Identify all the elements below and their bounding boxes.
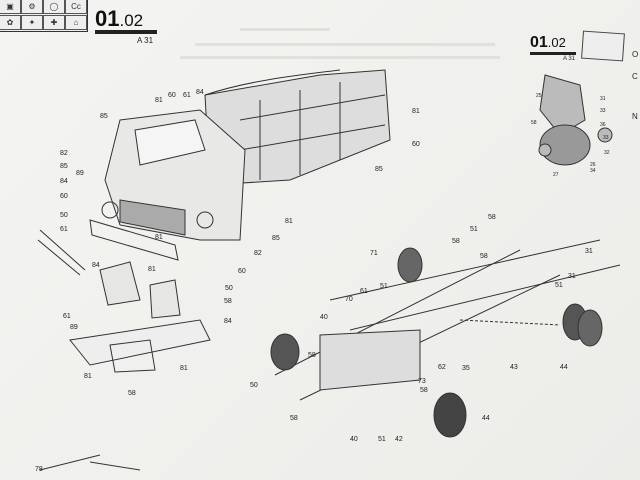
callout-number: 70 (345, 296, 353, 303)
callout-number: 44 (482, 415, 490, 422)
callout-number: 35 (462, 365, 470, 372)
callout-number: 81 (180, 365, 188, 372)
callout-number: 51 (378, 436, 386, 443)
callout-number: 58 (290, 415, 298, 422)
callout-number: 50 (60, 212, 68, 219)
callout-number: 44 (560, 364, 568, 371)
callout-number: 40 (350, 436, 358, 443)
callout-number: 81 (285, 218, 293, 225)
callout-number: 61 (63, 313, 71, 320)
callout-number: 81 (84, 373, 92, 380)
callout-number: 40 (320, 314, 328, 321)
section-icon-grid: ▣⚙◯Cc ✿✦✚⌂ (0, 0, 88, 32)
callout-number: 78 (35, 466, 43, 473)
callout-number: 58 (452, 238, 460, 245)
chassis-drawing (39, 239, 621, 471)
callout-number: 31 (600, 96, 606, 102)
page-reference: A 31 (137, 36, 154, 45)
section-icon: ⚙ (21, 0, 43, 14)
callout-number: 71 (370, 250, 378, 257)
callout-number: 26 (590, 162, 596, 168)
faded-text-line (240, 28, 330, 31)
callout-number: 84 (92, 262, 100, 269)
callout-number: 58 (420, 387, 428, 394)
side-letter: C (632, 72, 638, 81)
section-icon: ⌂ (65, 15, 87, 30)
section-icon: ✚ (43, 15, 65, 30)
section-number: 01.02 (95, 6, 143, 32)
right-section-major: 01 (530, 34, 548, 51)
section-icon: ▣ (0, 0, 21, 14)
seats-drawing (69, 261, 211, 373)
callout-number: 60 (60, 193, 68, 200)
callout-number: 85 (100, 113, 108, 120)
callout-number: 36 (600, 122, 606, 128)
section-icon: ✿ (0, 15, 21, 30)
callout-number: 84 (60, 178, 68, 185)
faded-text-line (195, 43, 495, 46)
callout-number: 33 (603, 135, 609, 141)
callout-number: 34 (590, 168, 596, 174)
callout-number: 42 (395, 436, 403, 443)
callout-number: 58 (308, 352, 316, 359)
section-minor: .02 (119, 11, 144, 30)
callout-number: 85 (272, 235, 280, 242)
callout-number: 81 (412, 108, 420, 115)
engine-drawing (538, 74, 613, 166)
callout-number: 89 (76, 170, 84, 177)
callout-number: 51 (555, 282, 563, 289)
callout-number: 73 (418, 378, 426, 385)
callout-number: 58 (128, 390, 136, 397)
faded-text-line (180, 56, 500, 59)
callout-number: 61 (183, 92, 191, 99)
side-letter: N (632, 112, 638, 121)
right-page-reference: A 31 (563, 56, 576, 62)
callout-number: 32 (604, 150, 610, 156)
side-letter: O (632, 50, 639, 59)
callout-number: 60 (412, 141, 420, 148)
callout-number: 51 (470, 226, 478, 233)
callout-number: 82 (254, 250, 262, 257)
callout-number: 51 (380, 283, 388, 290)
callout-number: 31 (585, 248, 593, 255)
callout-number: 81 (148, 266, 156, 273)
callout-number: 25 (536, 93, 542, 99)
section-icon: Cc (65, 0, 87, 14)
callout-number: 50 (250, 382, 258, 389)
callout-number: 31 (568, 273, 576, 280)
callout-number: 61 (60, 226, 68, 233)
callout-number: 85 (375, 166, 383, 173)
right-section-minor: .02 (547, 35, 566, 50)
callout-number: 82 (60, 150, 68, 157)
callout-number: 81 (155, 234, 163, 241)
callout-number: 58 (480, 253, 488, 260)
callout-number: 50 (225, 285, 233, 292)
callout-number: 85 (60, 163, 68, 170)
right-title-underline (530, 52, 576, 55)
callout-number: 81 (155, 97, 163, 104)
callout-number: 58 (224, 298, 232, 305)
callout-number: 61 (360, 288, 368, 295)
section-icon: ✦ (21, 15, 43, 30)
callout-number: 58 (531, 120, 537, 126)
callout-number: 84 (196, 89, 204, 96)
truck-drawing (37, 69, 391, 276)
title-underline (95, 30, 157, 34)
callout-number: 58 (488, 214, 496, 221)
callout-number: 27 (553, 172, 559, 178)
callout-number: 62 (438, 364, 446, 371)
callout-number: 60 (168, 92, 176, 99)
section-icon: ◯ (43, 0, 65, 14)
callout-number: 84 (224, 318, 232, 325)
section-major: 01 (95, 6, 120, 31)
callout-number: 60 (238, 268, 246, 275)
callout-number: 33 (600, 108, 606, 114)
callout-number: 43 (510, 364, 518, 371)
callout-number: 89 (70, 324, 78, 331)
right-section-number: 01.02 (530, 34, 566, 52)
